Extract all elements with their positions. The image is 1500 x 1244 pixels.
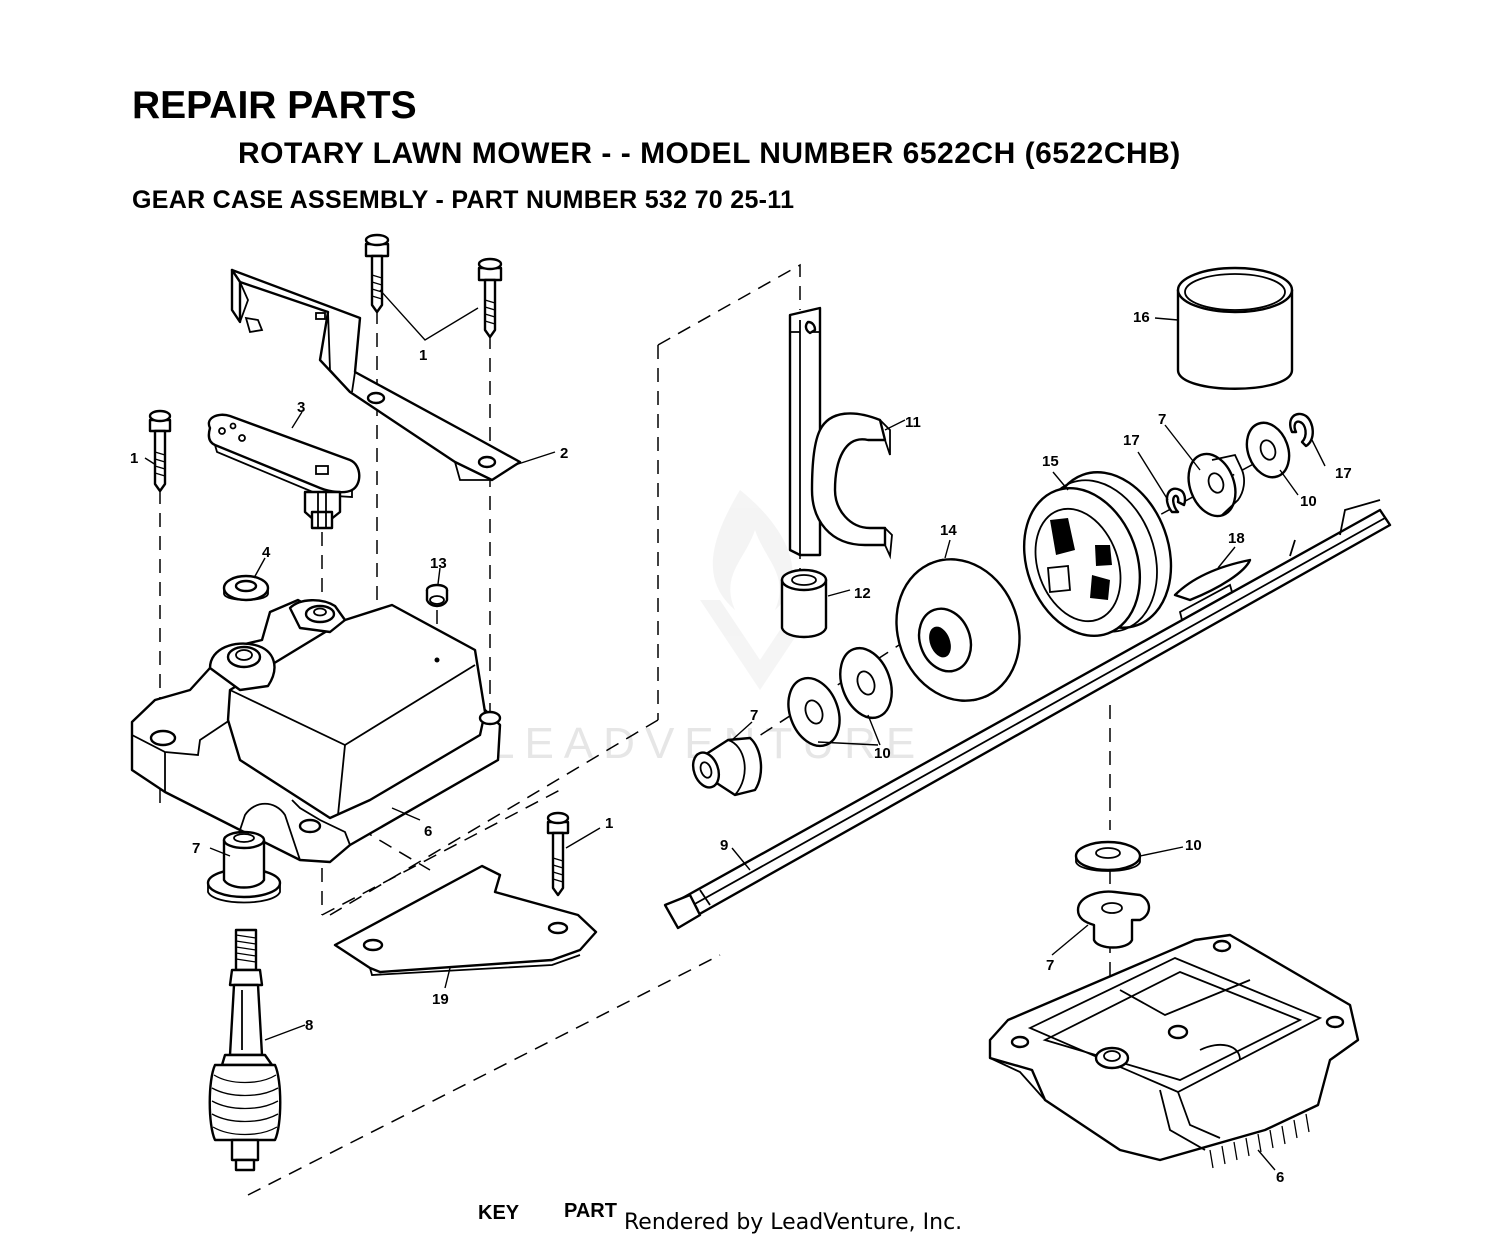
page-title: REPAIR PARTS [132,84,417,127]
callout-18: 18 [1228,530,1245,547]
gasket-part-19 [333,864,598,976]
callout-3: 3 [297,399,305,416]
footer-part-label: PART [564,1200,617,1222]
bracket-part-2 [230,268,522,482]
axle-shaft-part-9 [663,499,1392,930]
callout-1-top: 1 [419,347,427,364]
assembly-heading: GEAR CASE ASSEMBLY - PART NUMBER 532 70 … [132,186,795,214]
callout-10-center: 10 [874,745,891,762]
callout-7-right: 7 [1158,411,1166,428]
clutch-pulley-part-15 [1022,471,1173,638]
callout-8: 8 [305,1017,313,1034]
bushing-right-part-7 [1187,452,1245,518]
woodruff-key-part-18 [1173,558,1252,602]
callout-4: 4 [262,544,271,561]
retaining-ring-part-17-a [1165,487,1187,514]
bolt-upper-right [477,257,503,339]
bolt-left [148,409,172,493]
callout-9: 9 [720,837,728,854]
washer-lower-part-10 [1074,840,1142,872]
callout-1-left: 1 [130,450,138,467]
plug-part-13 [425,583,449,608]
bearing-sleeve-part-16 [1176,266,1294,390]
callout-7-lower: 7 [1046,957,1054,974]
rendered-by-credit: Rendered by LeadVenture, Inc. [624,1210,963,1235]
helical-gear-part-14 [895,558,1021,702]
callout-2: 2 [560,445,568,462]
worm-shaft-part-8 [208,928,282,1172]
gear-case-upper-part-6 [130,598,502,864]
bushing-left-part-7 [206,830,282,904]
callout-17-right: 17 [1335,465,1352,482]
lever-arm-part-3 [207,413,361,530]
callout-10-right: 10 [1300,493,1317,510]
callout-labels: 1 1 1 2 3 4 6 6 7 7 7 7 8 9 10 10 10 11 … [130,309,1352,1186]
bolt-lower [546,811,570,897]
callout-19: 19 [432,991,449,1008]
callout-7-center: 7 [750,707,758,724]
callout-13: 13 [430,555,447,572]
callout-17-left: 17 [1123,432,1140,449]
callout-10-lower: 10 [1185,837,1202,854]
callout-7-left: 7 [192,840,200,857]
callout-11: 11 [905,414,921,431]
gear-case-lower-part-6 [988,933,1360,1169]
spacer-part-12 [780,568,828,639]
bushing-lower-part-7 [1076,890,1151,949]
callout-6-upper: 6 [424,823,432,840]
model-subtitle: ROTARY LAWN MOWER - - MODEL NUMBER 6522C… [238,137,1181,170]
washer-right-part-10 [1245,421,1291,479]
callout-14: 14 [940,522,957,539]
retaining-ring-part-17-b [1289,412,1314,448]
callout-16: 16 [1133,309,1150,326]
bushing-center-part-7 [691,736,763,797]
callout-6-lower: 6 [1276,1169,1284,1186]
callout-1-lower: 1 [605,815,613,832]
washer-center-a-part-10 [839,646,893,720]
callout-15: 15 [1042,453,1059,470]
bolt-upper-left [364,233,390,314]
footer-key-label: KEY [478,1202,520,1224]
leader-lines [144,289,1326,1171]
callout-12: 12 [854,585,871,602]
shift-fork-part-11 [788,306,893,560]
washer-part-4 [222,574,270,602]
washer-center-b-part-10 [787,676,841,748]
